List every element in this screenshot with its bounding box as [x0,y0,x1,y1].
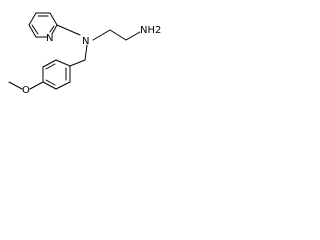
bond-pyr-3-inner [49,25,55,33]
benzene-ring [42,59,71,90]
bond-pyr-2 [49,12,58,26]
atom-label-methoxy-o: O [22,85,30,96]
bond-n-benzyl [84,44,88,61]
bond-pyr-to-n [56,24,81,36]
bond-pyr-3 [51,24,58,35]
bond-bz-2-inner [45,63,56,70]
bond-pyr-5 [28,24,37,38]
bond-pyr-5-inner [31,24,39,35]
bond-ch2-ch2 [109,29,127,41]
atom-label-pyridine-n: N [46,33,53,44]
bond-bz-4-inner [45,79,56,86]
bond-o-methyl [8,81,23,90]
bond-pyr-6 [28,12,37,26]
ethylamine-chain [92,29,141,41]
bond-bz-2 [42,59,57,68]
bond-benzyl-ring [69,59,86,67]
bond-ch2-nh2 [125,31,141,41]
atom-label-amine-n: N [82,36,89,47]
pyridine-ring [28,12,58,38]
bond-bz-4 [42,81,57,90]
bond-n-ch2 [92,29,111,41]
atom-label-nh2: NH2 [140,25,161,36]
bond-bz-5 [55,81,71,90]
bond-ring-o [29,81,44,90]
bond-bz-1 [55,59,71,67]
molecule-structure-diagram: N N NH2 O [8,12,161,96]
